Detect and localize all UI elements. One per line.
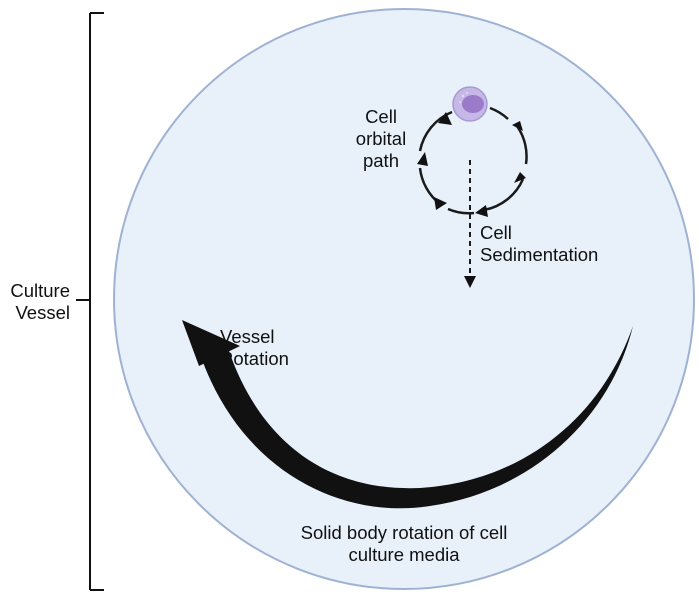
solid-body-rotation-label-line: Solid body rotation of cell (300, 522, 508, 543)
culture-vessel-bracket (76, 12, 104, 591)
orbital-arrowhead (475, 205, 488, 217)
culture-vessel-label-line: Vessel (15, 302, 70, 323)
culture-vessel-label-line: Culture (10, 280, 70, 301)
orbital-arrowhead (512, 121, 523, 131)
cell-icon (452, 86, 488, 122)
cell-sedimentation-label: Cell Sedimentation (480, 222, 598, 266)
culture-vessel-label: Culture Vessel (0, 280, 70, 324)
solid-body-rotation-label-line: culture media (348, 544, 460, 565)
rotation-arrow-head (182, 320, 240, 366)
cell-orbital-path-label-line: path (362, 150, 399, 171)
vessel-rotation-label-line: Vessel (220, 326, 275, 347)
cell-orbital-path-label-line: Cell (365, 106, 397, 127)
vessel-rotation-label: Vessel Rotation (220, 326, 289, 370)
solid-body-rotation-label: Solid body rotation of cell culture medi… (254, 522, 554, 566)
cell-sedimentation-label-line: Cell (480, 222, 512, 243)
cell-sedimentation-arrow (464, 160, 476, 288)
orbital-arrowhead (514, 172, 526, 183)
vessel-rotation-label-line: Rotation (220, 348, 289, 369)
cell-orbital-path-label-line: orbital (355, 128, 407, 149)
orbital-arrowhead (434, 197, 447, 210)
vessel-rotation-arrow (182, 320, 633, 509)
orbital-arrowhead (438, 112, 452, 125)
orbital-arrowhead (417, 152, 428, 166)
cell-orbital-path-label: Cell orbital path (344, 106, 418, 172)
cell-sedimentation-label-line: Sedimentation (480, 244, 599, 265)
curved-arrow-icon (200, 326, 633, 509)
orbital-arrowheads (417, 112, 526, 217)
